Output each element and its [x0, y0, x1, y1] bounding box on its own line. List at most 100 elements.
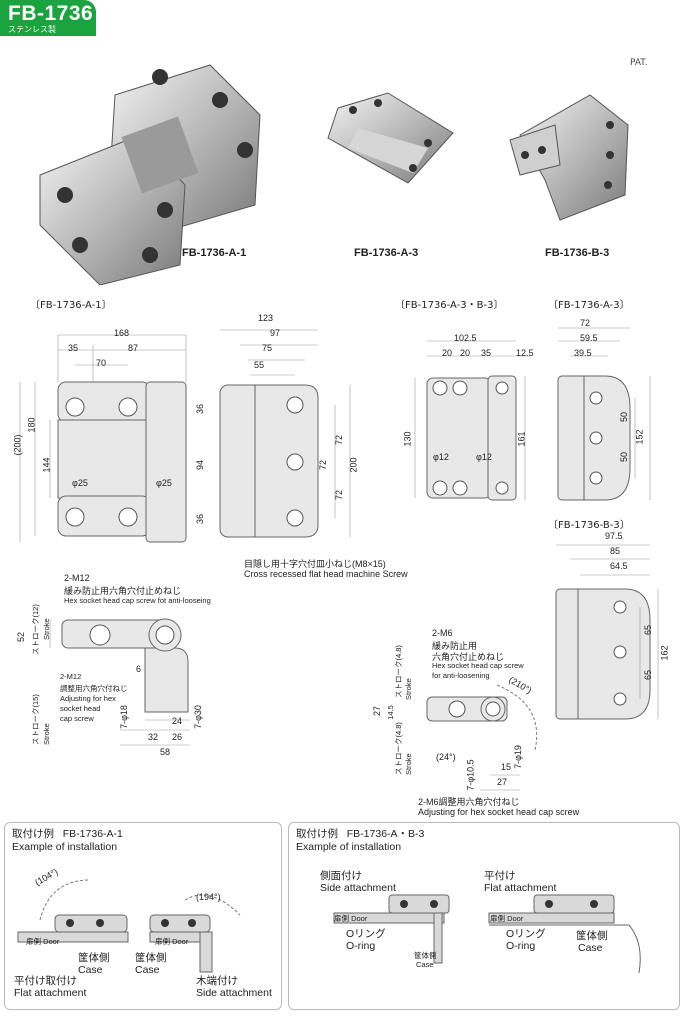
drawing-b3-side	[555, 544, 659, 720]
a3-dim-27b: 27	[497, 777, 508, 787]
a1-stroke-en-b: Stroke	[42, 723, 51, 745]
section-a3-label: 〔FB-1736-A-3〕	[548, 300, 630, 311]
dim-a3s-395: 39.5	[574, 348, 592, 358]
drawing-a3-side	[557, 327, 651, 501]
screw-note-jp: 目隠し用十字穴付皿小ねじ(M8×15)	[244, 559, 386, 569]
install-right-flat-jp: 平付け	[484, 870, 516, 882]
a3-adj-m6: 2-M6調整用六角穴付ねじ	[418, 797, 520, 807]
screw-note-en: Cross recessed flat head machine Screw	[244, 569, 408, 579]
dim-a1-72c: 72	[334, 489, 345, 501]
install-left-door2: 扉側 Door	[155, 937, 189, 946]
install-left-flat-jp: 平付け取付け	[14, 975, 77, 987]
a1-dim-phi30: 7-φ30	[192, 705, 203, 729]
dim-a1-123: 123	[258, 313, 274, 323]
install-right-oring2-en: O-ring	[506, 940, 536, 952]
a1-adj-en2: socket head	[60, 704, 101, 713]
a3-dim-145: 14.5	[385, 705, 395, 720]
install-left-model: FB-1736-A-1	[62, 828, 123, 840]
install-left-title: 取付け例 FB-1736-A-1	[12, 828, 123, 841]
a3-stroke-en-b: Stroke	[404, 753, 413, 775]
dim-b3-65a: 65	[643, 624, 654, 636]
photo-a1	[39, 64, 261, 285]
dim-a1-180: 180	[26, 417, 37, 433]
install-right-title-jp: 取付け例	[296, 828, 338, 840]
drawing-a1-detail	[49, 618, 190, 746]
dim-a3s-595: 59.5	[580, 333, 598, 343]
a1-stroke12: ストローク(12)	[31, 604, 40, 655]
dim-b3-85: 85	[610, 546, 621, 556]
photo-a3	[327, 92, 454, 184]
a1-dim-32: 32	[148, 732, 159, 742]
install-left-door1: 扉側 Door	[26, 937, 60, 946]
a3-dim-15: 15	[501, 762, 512, 772]
a3-stroke48a: ストローク(4.8)	[394, 645, 403, 698]
dim-a1-70: 70	[96, 358, 107, 368]
model-title: FB-1736	[8, 2, 94, 25]
dim-a1-97: 97	[270, 328, 281, 338]
install-left-drawing	[17, 879, 241, 973]
dim-a3-phi12b: φ12	[476, 452, 492, 462]
a1-m12b: 2-M12	[60, 672, 82, 681]
install-left-flat-en: Flat attachment	[14, 987, 87, 999]
install-left-title-jp: 取付け例	[12, 828, 54, 840]
install-right-side-jp: 側面付け	[320, 870, 362, 882]
section-a3b3-label: 〔FB-1736-A-3・B-3〕	[395, 300, 504, 311]
a1-dim-24: 24	[172, 716, 183, 726]
drawing-a3b3-front	[414, 340, 530, 501]
a1-dim-6: 6	[136, 664, 142, 674]
a1-stroke15: ストローク(15)	[31, 694, 40, 745]
a3-dim-27: 27	[372, 705, 383, 717]
a1-m12-en: Hex socket head cap screw fot anti-loose…	[64, 596, 211, 605]
dim-a1-75: 75	[262, 343, 273, 353]
photo-a3-caption: FB-1736-A-3	[354, 247, 419, 259]
a1-m12: 2-M12	[64, 573, 90, 583]
dim-a1-87: 87	[128, 343, 139, 353]
dim-a3s-50a: 50	[619, 411, 630, 423]
install-left-title-en: Example of installation	[12, 841, 118, 853]
dim-a3-130: 130	[402, 431, 413, 447]
a3-m6-jp1: 緩み防止用	[432, 641, 478, 651]
install-right-model: FB-1736-A・B-3	[346, 828, 425, 840]
install-right-case1-jp: 筐体側	[414, 951, 437, 960]
dim-a3-20a: 20	[442, 348, 453, 358]
dim-a1-144: 144	[41, 457, 52, 473]
a1-adj-en3: cap screw	[60, 714, 94, 723]
dim-a1-72b: 72	[318, 459, 329, 471]
dim-a1-72a: 72	[334, 434, 345, 446]
install-left-side-en: Side attachment	[196, 987, 272, 999]
install-left-case2-jp: 筐体側	[135, 952, 167, 964]
install-right-drawing	[333, 894, 641, 974]
a1-m12-jp: 緩み防止用六角穴付止めねじ	[64, 586, 182, 596]
a1-dim-phi18: 7-φ18	[118, 705, 129, 729]
dim-a3-phi12a: φ12	[433, 452, 449, 462]
a3-adj-en: Adjusting for hex socket head cap screw	[418, 807, 580, 817]
drawing-a1-side	[219, 329, 351, 538]
dim-b3-645: 64.5	[610, 561, 628, 571]
install-right-title: 取付け例 FB-1736-A・B-3	[296, 828, 424, 841]
a1-adj-jp: 調整用六角穴付ねじ	[60, 684, 128, 693]
patent-label: PAT.	[630, 58, 648, 68]
dim-a3-20b: 20	[460, 348, 471, 358]
section-a1-label: 〔FB-1736-A-1〕	[30, 300, 112, 311]
dim-b3-65b: 65	[643, 669, 654, 681]
dim-a1-36b: 36	[195, 513, 206, 525]
dim-a1-phi25b: φ25	[156, 478, 172, 488]
install-right-oring1-jp: Oリング	[346, 928, 386, 940]
install-right-flat-en: Flat attachment	[484, 882, 557, 894]
a3-ang24: (24°)	[436, 752, 456, 762]
install-left-case1-jp: 筐体側	[78, 952, 110, 964]
dim-b3-162: 162	[659, 645, 670, 661]
photo-b3-caption: FB-1736-B-3	[545, 247, 610, 259]
dim-a1-200-side: 200	[348, 457, 359, 473]
dim-a1-35: 35	[68, 343, 79, 353]
a3-m6-en2: for anti-loosening	[432, 671, 490, 680]
dim-a1-168: 168	[114, 328, 130, 338]
dim-a1-phi25a: φ25	[72, 478, 88, 488]
install-left-case2-en: Case	[135, 964, 160, 976]
install-right-door1: 扉側 Door	[334, 914, 368, 923]
a3-dim-phi19: 7-φ19	[512, 745, 523, 769]
a1-stroke-en-a: Stroke	[42, 618, 51, 640]
a1-dim-58: 58	[160, 747, 171, 757]
dim-a1-55: 55	[254, 360, 265, 370]
a1-adj-en1: Adjusting for hex	[60, 694, 116, 703]
